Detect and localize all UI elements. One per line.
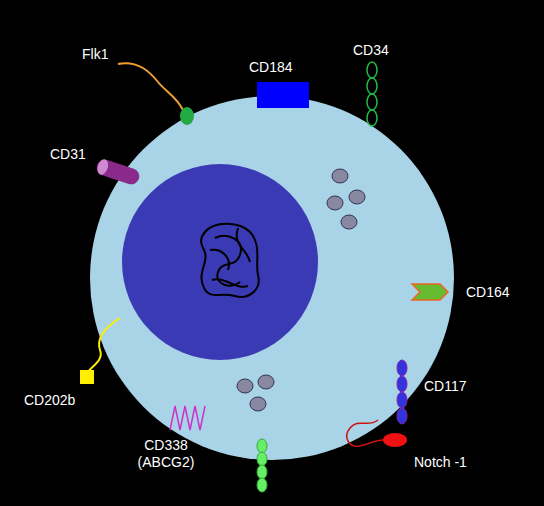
- marker-label: CD117: [424, 378, 467, 395]
- cd338-receptor: [170, 406, 205, 430]
- cd117-receptor: [397, 360, 407, 424]
- cd202b-receptor: [80, 318, 120, 384]
- marker-label: CD164: [466, 284, 510, 301]
- marker-label: CD31: [50, 146, 86, 163]
- chromatin: [201, 224, 259, 297]
- notch1-receptor: [347, 420, 407, 447]
- cd34-receptor: [367, 62, 377, 126]
- flk1-receptor: [118, 63, 194, 125]
- cell-membrane: [90, 96, 454, 460]
- nucleus: [122, 164, 318, 360]
- cd31-receptor: [95, 158, 142, 187]
- cd184-receptor: [257, 82, 309, 108]
- bottom-receptor: [257, 439, 267, 492]
- marker-label: CD202b: [24, 392, 75, 409]
- marker-label: CD184: [249, 59, 293, 76]
- marker-label: Flk1: [82, 46, 108, 63]
- marker-label: Notch -1: [414, 454, 467, 471]
- marker-label: CD338 (ABCG2): [130, 437, 202, 471]
- granules: [237, 169, 365, 411]
- cd164-receptor: [412, 284, 448, 300]
- marker-label: CD34: [353, 42, 389, 59]
